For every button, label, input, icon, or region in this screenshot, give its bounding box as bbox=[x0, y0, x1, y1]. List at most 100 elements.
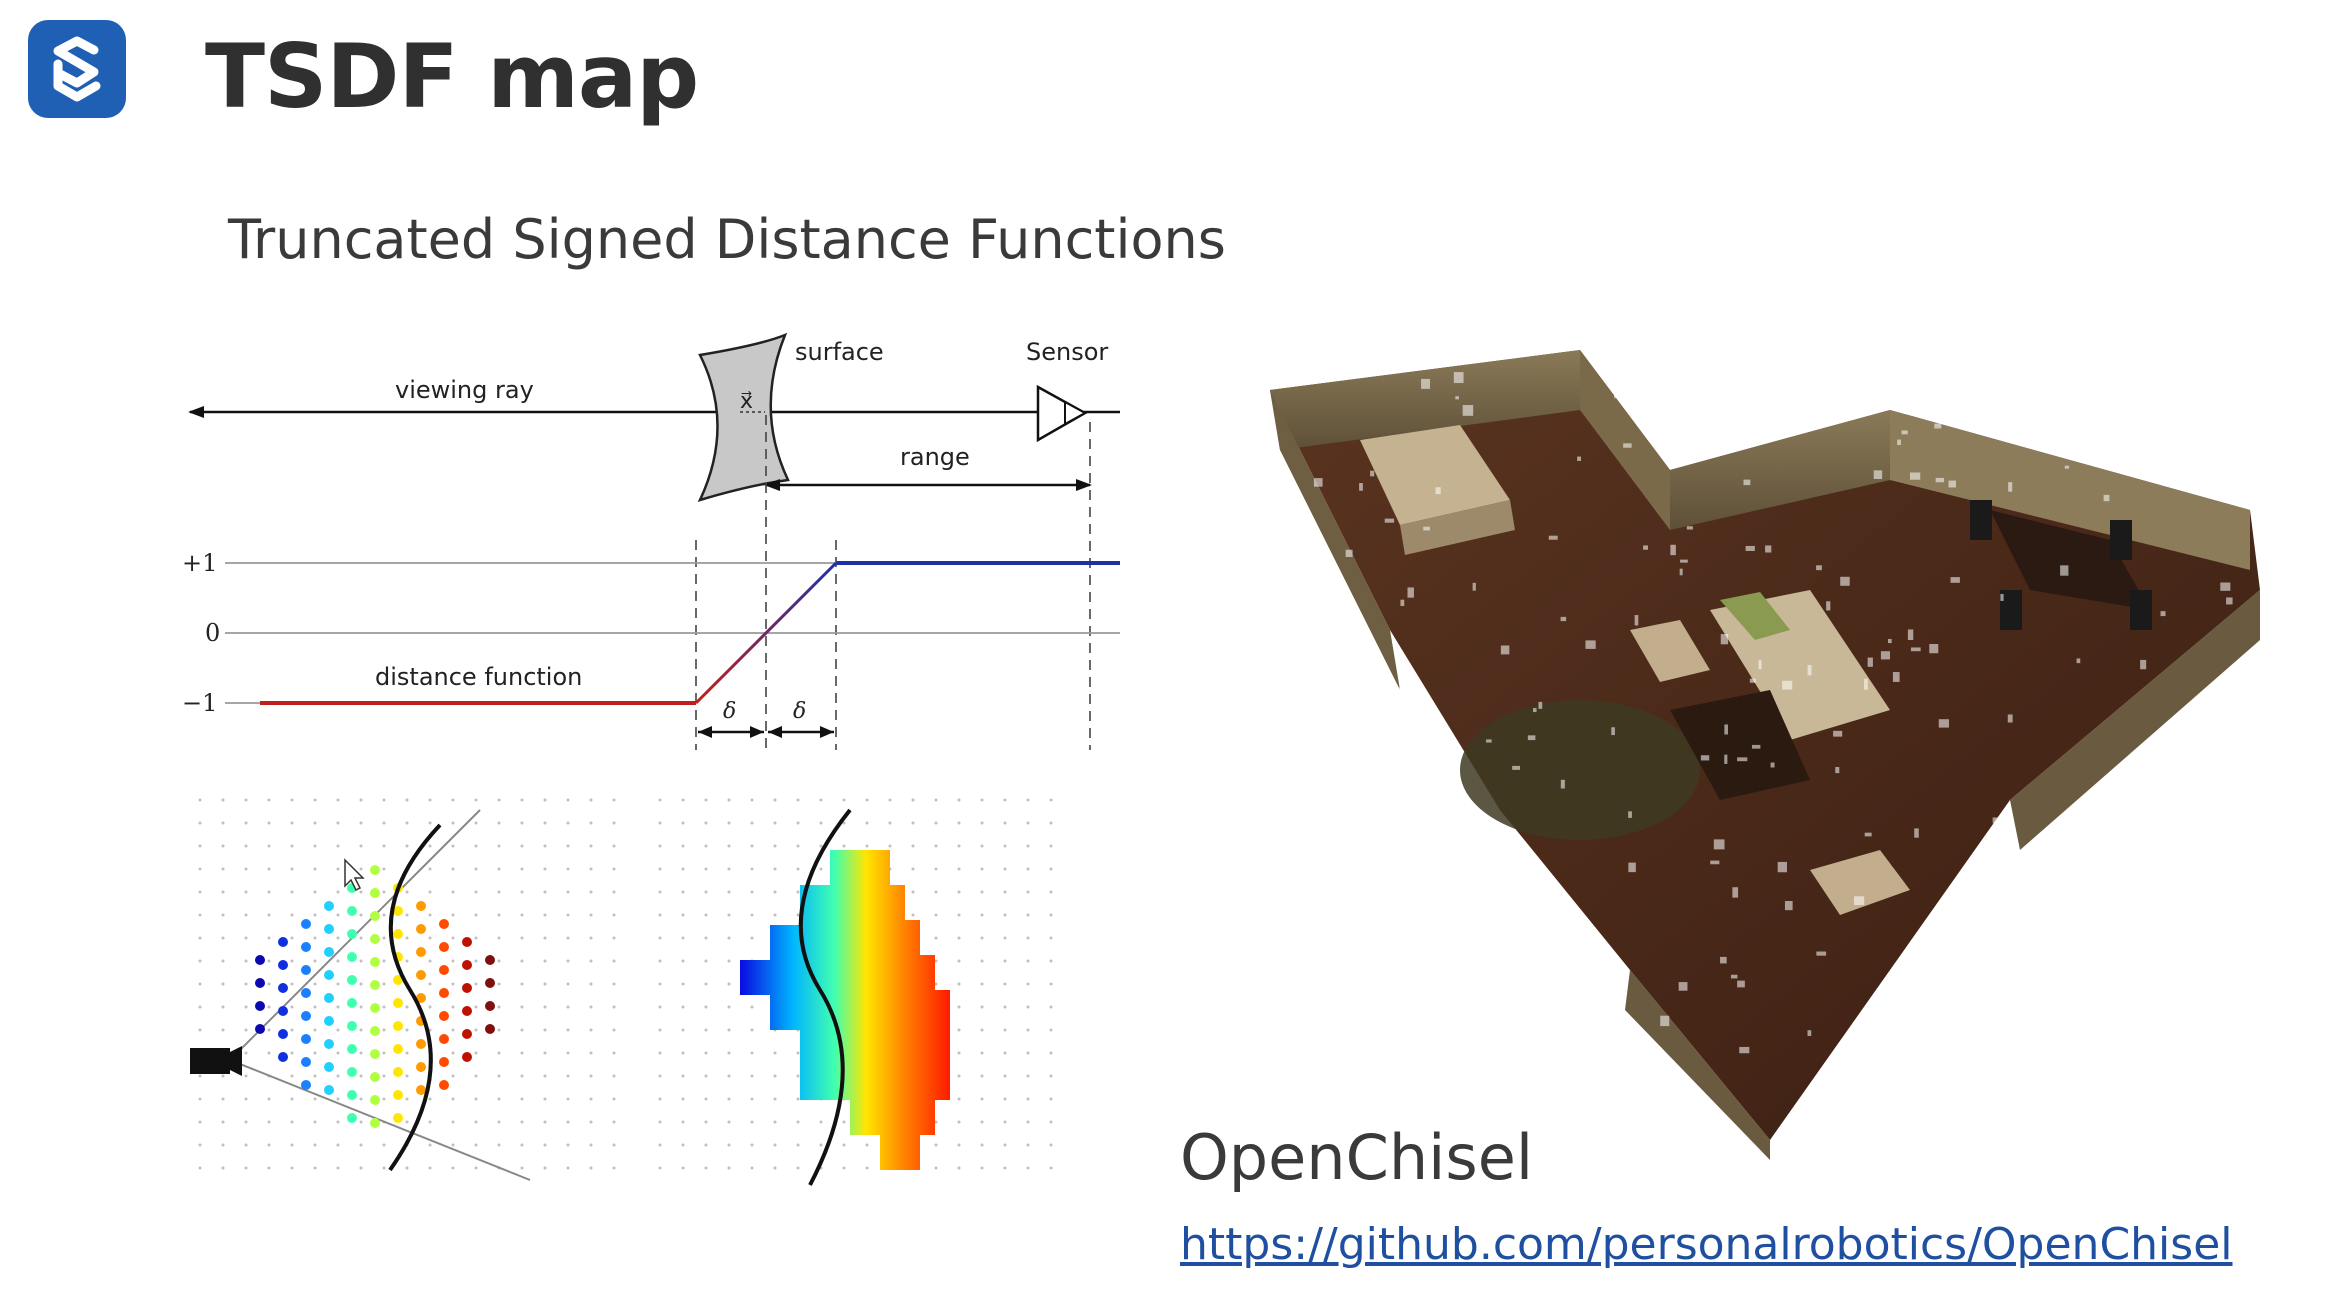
sample-point bbox=[439, 1057, 449, 1067]
grid-dot bbox=[336, 913, 340, 917]
sample-point bbox=[278, 983, 288, 993]
grid-dot bbox=[336, 844, 340, 848]
tsdf-colored-region bbox=[740, 850, 950, 1170]
grid-dot bbox=[1026, 867, 1030, 871]
point-cloud-speckle bbox=[1720, 956, 1727, 964]
grid-dot bbox=[1026, 1120, 1030, 1124]
point-cloud-speckle bbox=[1359, 483, 1363, 491]
grid-dot bbox=[428, 936, 432, 940]
grid-dot bbox=[957, 1005, 961, 1009]
point-cloud-speckle bbox=[1739, 1046, 1750, 1054]
grid-dot bbox=[704, 1166, 708, 1170]
grid-dot bbox=[336, 982, 340, 986]
grid-dot bbox=[1003, 1005, 1007, 1009]
grid-dot bbox=[727, 1005, 731, 1009]
grid-dot bbox=[359, 798, 363, 802]
sample-point bbox=[393, 1090, 403, 1100]
grid-dot bbox=[497, 1005, 501, 1009]
grid-dot bbox=[359, 1097, 363, 1101]
point-cloud-speckle bbox=[1290, 711, 1297, 715]
grid-dot bbox=[359, 890, 363, 894]
point-cloud-speckle bbox=[1308, 586, 1317, 591]
grid-dot bbox=[382, 844, 386, 848]
grid-dot bbox=[612, 890, 616, 894]
point-cloud-speckle bbox=[1634, 615, 1639, 626]
grid-dot bbox=[474, 1097, 478, 1101]
grid-dot bbox=[451, 1097, 455, 1101]
sample-point bbox=[301, 942, 311, 952]
grid-dot bbox=[957, 821, 961, 825]
point-cloud-speckle bbox=[1907, 629, 1914, 641]
grid-dot bbox=[704, 798, 708, 802]
point-cloud-speckle bbox=[1892, 672, 1900, 682]
grid-dot bbox=[658, 982, 662, 986]
grid-dot bbox=[681, 1051, 685, 1055]
grid-dot bbox=[451, 1120, 455, 1124]
grid-dot bbox=[221, 1028, 225, 1032]
point-cloud-speckle bbox=[2226, 597, 2233, 605]
grid-dot bbox=[865, 1143, 869, 1147]
grid-dot bbox=[750, 913, 754, 917]
point-cloud-speckle bbox=[1700, 755, 1710, 761]
grid-dot bbox=[543, 867, 547, 871]
point-cloud-speckle bbox=[1770, 762, 1775, 768]
point-cloud-speckle bbox=[1679, 568, 1683, 576]
grid-dot bbox=[1049, 1051, 1053, 1055]
grid-dot bbox=[520, 1143, 524, 1147]
sample-point bbox=[324, 993, 334, 1003]
grid-dot bbox=[658, 1005, 662, 1009]
grid-dot bbox=[382, 890, 386, 894]
sample-point bbox=[416, 947, 426, 957]
grid-dot bbox=[750, 798, 754, 802]
grid-dot bbox=[244, 913, 248, 917]
point-cloud-speckle bbox=[1628, 811, 1632, 818]
grid-dot bbox=[819, 1120, 823, 1124]
point-cloud-speckle bbox=[1774, 406, 1780, 414]
point-cloud-speckle bbox=[1313, 478, 1323, 487]
sample-point bbox=[439, 1034, 449, 1044]
point-cloud-speckle bbox=[2249, 373, 2254, 382]
grid-dot bbox=[290, 936, 294, 940]
grid-dot bbox=[359, 982, 363, 986]
grid-dot bbox=[957, 890, 961, 894]
grid-dot bbox=[290, 1120, 294, 1124]
point-cloud-speckle bbox=[1880, 651, 1890, 660]
sample-point bbox=[416, 993, 426, 1003]
point-cloud-speckle bbox=[1453, 372, 1464, 384]
point-cloud-speckle bbox=[1421, 378, 1431, 389]
grid-dot bbox=[543, 1166, 547, 1170]
point-cloud-speckle bbox=[1826, 601, 1831, 611]
grid-dot bbox=[727, 936, 731, 940]
grid-dot bbox=[934, 936, 938, 940]
point-cloud-speckle bbox=[1914, 828, 1919, 838]
point-cloud-speckle bbox=[1864, 832, 1872, 837]
delta-label-right: δ bbox=[793, 699, 806, 724]
sample-point bbox=[370, 1118, 380, 1128]
grid-dot bbox=[359, 1051, 363, 1055]
point-cloud-speckle bbox=[1365, 986, 1370, 991]
grid-dot bbox=[543, 1074, 547, 1078]
grid-dot bbox=[1003, 1051, 1007, 1055]
grid-dot bbox=[681, 890, 685, 894]
point-cloud-speckle bbox=[1585, 640, 1596, 649]
sample-point bbox=[278, 937, 288, 947]
grid-dot bbox=[980, 1051, 984, 1055]
grid-dot bbox=[198, 1028, 202, 1032]
grid-dot bbox=[244, 959, 248, 963]
grid-dot bbox=[313, 1120, 317, 1124]
grid-dot bbox=[980, 1097, 984, 1101]
surface-point-symbol: x⃗ bbox=[740, 389, 753, 414]
grid-dot bbox=[267, 1028, 271, 1032]
grid-dot bbox=[796, 844, 800, 848]
grid-dot bbox=[773, 1166, 777, 1170]
grid-dot bbox=[267, 1005, 271, 1009]
grid-dot bbox=[359, 959, 363, 963]
grid-dot bbox=[543, 890, 547, 894]
point-cloud-speckle bbox=[1724, 754, 1728, 764]
grid-dot bbox=[451, 844, 455, 848]
grid-dot bbox=[612, 1097, 616, 1101]
grid-dot bbox=[382, 1028, 386, 1032]
grid-dot bbox=[267, 1143, 271, 1147]
openchisel-github-link[interactable]: https://github.com/personalrobotics/Open… bbox=[1180, 1219, 2233, 1270]
grid-dot bbox=[221, 936, 225, 940]
